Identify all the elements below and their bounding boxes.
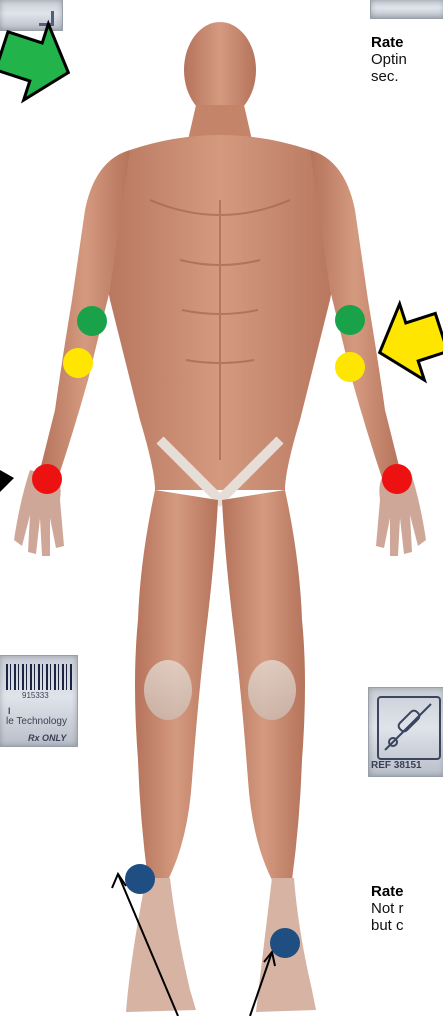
barcode-number: 915333 — [22, 691, 49, 700]
barcode — [6, 664, 72, 690]
device-ref-label: REF 38151 — [371, 760, 422, 771]
arrow-right-icon — [0, 13, 81, 111]
product-label-photo: 915333 l le Technology Rx ONLY — [0, 655, 78, 747]
arrow-tip-left-hand — [0, 470, 14, 492]
right-text-bottom: Rate Not r but c — [371, 883, 404, 934]
label-line-2: le Technology — [6, 716, 67, 727]
figure-left-knee — [144, 660, 192, 720]
figure-head — [184, 22, 256, 118]
rate-line-bottom-2: but c — [371, 917, 404, 934]
device-photo: REF 38151 — [368, 687, 443, 777]
label-line-1: l — [8, 706, 11, 716]
figure-left-foot — [126, 878, 196, 1012]
figure-neck — [188, 105, 252, 140]
electrode-green-right — [335, 305, 365, 335]
electrode-red-left — [32, 464, 62, 494]
label-line-3: Rx ONLY — [28, 733, 66, 743]
electrode-red-right — [382, 464, 412, 494]
electrode-blue-right-ankle — [270, 928, 300, 958]
electrode-yellow-left — [63, 348, 93, 378]
rate-title-bottom: Rate — [371, 883, 404, 900]
rate-line-bottom-1: Not r — [371, 900, 404, 917]
electrode-yellow-right — [335, 352, 365, 382]
electrode-blue-left-ankle — [125, 864, 155, 894]
electrode-device-icon — [379, 698, 437, 756]
figure-right-knee — [248, 660, 296, 720]
electrode-green-left — [77, 306, 107, 336]
